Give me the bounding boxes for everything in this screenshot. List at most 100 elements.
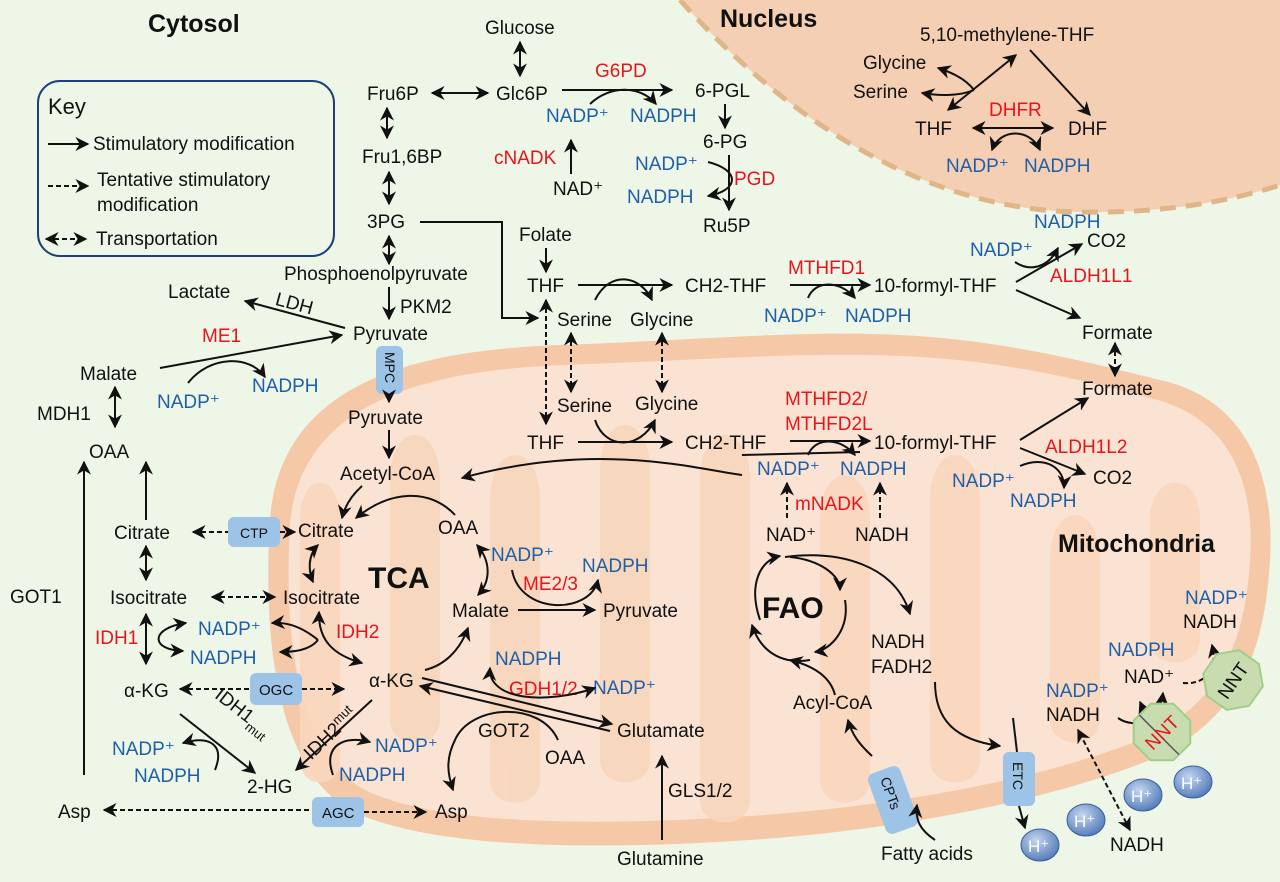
ppp-nadp-1: NADP⁺ <box>546 106 609 127</box>
cnadk: cNADK <box>494 148 557 169</box>
mthfd2l: MTHFD2L <box>785 414 873 435</box>
methylene-thf: 5,10-methylene-THF <box>920 25 1094 46</box>
cyto-aldh-nadp: NADP⁺ <box>970 240 1033 261</box>
idh1mut-nadp: NADP⁺ <box>112 739 175 760</box>
me23-nadp: NADP⁺ <box>491 545 554 566</box>
idh2mut-nadp: NADP⁺ <box>375 736 438 757</box>
nnt-nadh-left: NADH <box>1046 705 1100 726</box>
me1: ME1 <box>202 326 241 347</box>
mpc-transporter: MPC <box>376 346 403 394</box>
mito-mthfd2-nadph: NADPH <box>840 459 907 480</box>
cyto-co2: CO2 <box>1087 231 1126 252</box>
cyto-formate: Formate <box>1082 323 1153 344</box>
svg-text:H⁺: H⁺ <box>1074 812 1095 831</box>
svg-text:CTP: CTP <box>240 525 268 541</box>
cyto-oaa: OAA <box>89 442 129 463</box>
dhfr: DHFR <box>989 100 1042 121</box>
pentose-phosphate-pathway: G6PD NADP⁺ NADPH 6-PGL 6-PG PGD NADP⁺ NA… <box>494 61 775 237</box>
mito-nad: NAD⁺ <box>766 525 816 546</box>
mito-asp: Asp <box>435 802 468 823</box>
svg-text:MPC: MPC <box>382 352 398 383</box>
mitochondrial-folate-pathway: Serine Glycine THF CH2-THF MTHFD2/ MTHFD… <box>527 379 1153 546</box>
mito-serine: Serine <box>557 396 612 417</box>
svg-text:H⁺: H⁺ <box>1181 774 1202 793</box>
ldh: LDH <box>273 289 315 319</box>
ppp-nadph-2: NADPH <box>627 187 694 208</box>
aldh1l1: ALDH1L1 <box>1050 266 1132 287</box>
tca-pyruvate: Pyruvate <box>603 601 678 622</box>
svg-text:ETC: ETC <box>1010 762 1026 790</box>
aldh1l2: ALDH1L2 <box>1045 437 1127 458</box>
svg-text:OGC: OGC <box>259 682 293 699</box>
tca-cycle: Pyruvate Acetyl-CoA Citrate OAA Isocitra… <box>270 408 732 870</box>
nadh-cytosol-out: NADH <box>1110 835 1164 856</box>
tca-malate: Malate <box>452 601 509 622</box>
fru16bp: Fru1,6BP <box>362 147 442 168</box>
nnt-nadp-top: NADP⁺ <box>1185 588 1248 609</box>
mthfd2: MTHFD2/ <box>785 389 868 410</box>
acyl-coa: Acyl-CoA <box>793 693 873 714</box>
mito-nadh: NADH <box>855 525 909 546</box>
mito-aldh-nadp: NADP⁺ <box>952 471 1015 492</box>
svg-text:H⁺: H⁺ <box>1131 787 1152 806</box>
mdh1: MDH1 <box>37 404 91 425</box>
cyto-asp: Asp <box>58 802 91 823</box>
mito-co2: CO2 <box>1093 468 1132 489</box>
glc6p: Glc6P <box>496 84 548 105</box>
key-label-transportation: Transportation <box>96 229 218 250</box>
nucleus-thf: THF <box>915 119 952 140</box>
idh1mut-nadph: NADPH <box>134 766 201 787</box>
cyto-ch2-thf: CH2-THF <box>685 276 766 297</box>
idh2: IDH2 <box>336 622 379 643</box>
cpts-transporter: CPTs <box>868 766 918 834</box>
cyto-10-formyl-thf: 10-formyl-THF <box>874 276 996 297</box>
tca-oaa: OAA <box>438 518 478 539</box>
nucleus-nadp: NADP⁺ <box>946 156 1009 177</box>
mito-aldh-nadph: NADPH <box>1010 491 1077 512</box>
key-label-tentative-1: Tentative stimulatory <box>97 170 271 191</box>
nnt-nadh-top: NADH <box>1183 612 1237 633</box>
fao-cycle: NADH FADH2 Acyl-CoA Fatty acids <box>460 451 1029 865</box>
ppp-nadp-2: NADP⁺ <box>635 154 698 175</box>
got1: GOT1 <box>10 587 62 608</box>
pkm2: PKM2 <box>400 297 452 318</box>
svg-text:AGC: AGC <box>322 805 355 822</box>
glycolysis: Glucose Fru6P Glc6P Fru1,6BP 3PG Phospho… <box>168 18 555 345</box>
6-pg: 6-PG <box>703 132 747 153</box>
nucleus-glycine: Glycine <box>863 53 926 74</box>
key-title: Key <box>48 94 86 119</box>
key-label-stimulatory: Stimulatory modification <box>93 134 295 155</box>
svg-text:H⁺: H⁺ <box>1028 837 1049 856</box>
cyto-isocitrate: Isocitrate <box>110 588 187 609</box>
ppp-nadph-1: NADPH <box>630 106 697 127</box>
cyto-akg: α-KG <box>124 681 169 702</box>
nnt-nadp-left: NADP⁺ <box>1046 681 1109 702</box>
dhf: DHF <box>1068 119 1107 140</box>
nucleus-folate-pathway: 5,10-methylene-THF Glycine Serine THF DH… <box>853 25 1107 177</box>
cyto-aldh-nadph: NADPH <box>1034 212 1101 233</box>
gdh-nadp: NADP⁺ <box>593 678 656 699</box>
etc-transporter: ETC <box>1003 752 1035 806</box>
mitochondria-compartment <box>268 333 1271 846</box>
fao-label: FAO <box>762 592 824 625</box>
g6pd: G6PD <box>595 61 647 82</box>
cyto-citrate: Citrate <box>114 523 170 544</box>
mito-mthfd2-nadp: NADP⁺ <box>757 459 820 480</box>
cytosol-left-pathways: ME1 Malate NADP⁺ NADPH MDH1 OAA GOT1 Cit… <box>10 326 344 823</box>
pgd: PGD <box>734 169 775 190</box>
mitochondria-label: Mitochondria <box>1058 530 1216 558</box>
proton-3: H⁺ <box>1123 778 1163 812</box>
glutamine: Glutamine <box>617 849 704 870</box>
nnt-nadph: NADPH <box>1108 640 1175 661</box>
tca-label: TCA <box>368 562 430 595</box>
key-label-tentative-2: modification <box>97 195 198 216</box>
tca-akg: α-KG <box>369 671 414 692</box>
agc-transporter: AGC <box>312 797 364 827</box>
me1-nadp: NADP⁺ <box>157 392 220 413</box>
cyto-thf: THF <box>527 276 564 297</box>
cytosolic-folate-pathway: Folate THF Serine Glycine CH2-THF MTHFD1… <box>519 212 1153 426</box>
glucose: Glucose <box>485 18 555 39</box>
acetyl-coa: Acetyl-CoA <box>340 464 435 485</box>
